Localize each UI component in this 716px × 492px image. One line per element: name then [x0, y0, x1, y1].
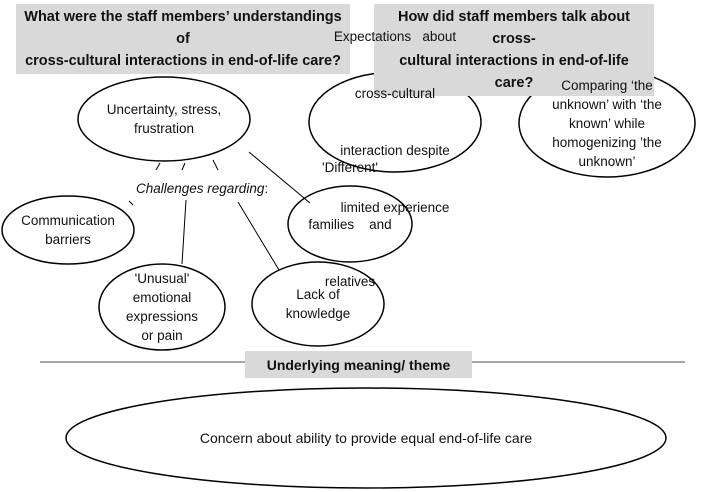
node-unusual: 'Unusual' emotional expressions or pain: [99, 264, 225, 350]
challenges-text: Challenges regarding: [136, 181, 265, 196]
node-text: cross-cultural: [354, 86, 436, 101]
node-text: unknown’: [578, 153, 636, 169]
connector-line: [181, 199, 187, 265]
communication-ellipse: [1, 195, 135, 265]
challenges-label: Challenges regarding:: [136, 181, 268, 196]
node-text: barriers: [45, 232, 91, 247]
node-text: families and: [308, 216, 392, 232]
question-line: cultural interactions in end-of-life car…: [399, 53, 629, 91]
node-text: Comparing ‘the: [561, 77, 653, 93]
node-different: 'Different' families and relatives: [288, 160, 412, 289]
node-uncertainty: Uncertainty, stress, frustration: [78, 77, 250, 161]
node-text: Lack of: [296, 287, 340, 302]
node-text: knowledge: [285, 306, 351, 321]
connector-line: [248, 151, 311, 204]
theme-label: Underlying meaning/ theme: [266, 356, 451, 373]
connector-line: [128, 200, 134, 206]
concern-ellipse: [65, 387, 667, 489]
node-text: unknown’ with ‘the: [552, 96, 662, 112]
theme-heading: Underlying meaning/ theme: [245, 351, 472, 378]
node-comparing: Comparing ‘the unknown’ with ‘the known’…: [519, 69, 695, 177]
node-text: frustration: [133, 121, 194, 136]
node-text: known’ while: [568, 115, 646, 131]
connector-line: [155, 162, 161, 171]
question-line: How did staff members talk about cross-: [397, 9, 631, 47]
node-text: emotional: [132, 290, 192, 305]
node-lack: Lack of knowledge: [252, 262, 384, 346]
node-text: interaction despite: [340, 143, 450, 158]
node-text: relatives: [324, 273, 376, 289]
connector-line: [212, 159, 219, 171]
node-text: Expectations about: [333, 29, 457, 44]
question-box-talk: How did staff members talk about cross- …: [374, 4, 654, 96]
different-ellipse: [287, 185, 413, 263]
challenges-colon: :: [264, 181, 269, 196]
node-text: Concern about ability to provide equal e…: [199, 429, 533, 446]
uncertainty-ellipse: [77, 76, 251, 162]
node-text: Uncertainty, stress,: [106, 102, 222, 117]
connector-line: [237, 201, 280, 271]
node-text: 'Different': [322, 159, 378, 175]
lack-ellipse: [251, 261, 385, 347]
node-text: Communication: [21, 213, 115, 228]
node-text: or pain: [141, 328, 183, 343]
question-line: cross-cultural interactions in end-of-li…: [25, 53, 341, 69]
node-communication: Communication barriers: [2, 196, 134, 264]
question-line: What were the staff members’ understandi…: [24, 9, 342, 47]
node-concern: Concern about ability to provide equal e…: [66, 388, 666, 488]
node-text: expressions: [125, 309, 199, 324]
connector-line: [181, 162, 186, 171]
node-text: homogenizing ’the: [552, 134, 662, 150]
unusual-ellipse: [98, 263, 226, 351]
question-box-understandings: What were the staff members’ understandi…: [16, 4, 350, 74]
node-text: limited experience: [340, 200, 450, 215]
node-expectations: Expectations about cross-cultural intera…: [309, 29, 481, 215]
node-text: 'Unusual': [134, 271, 190, 286]
